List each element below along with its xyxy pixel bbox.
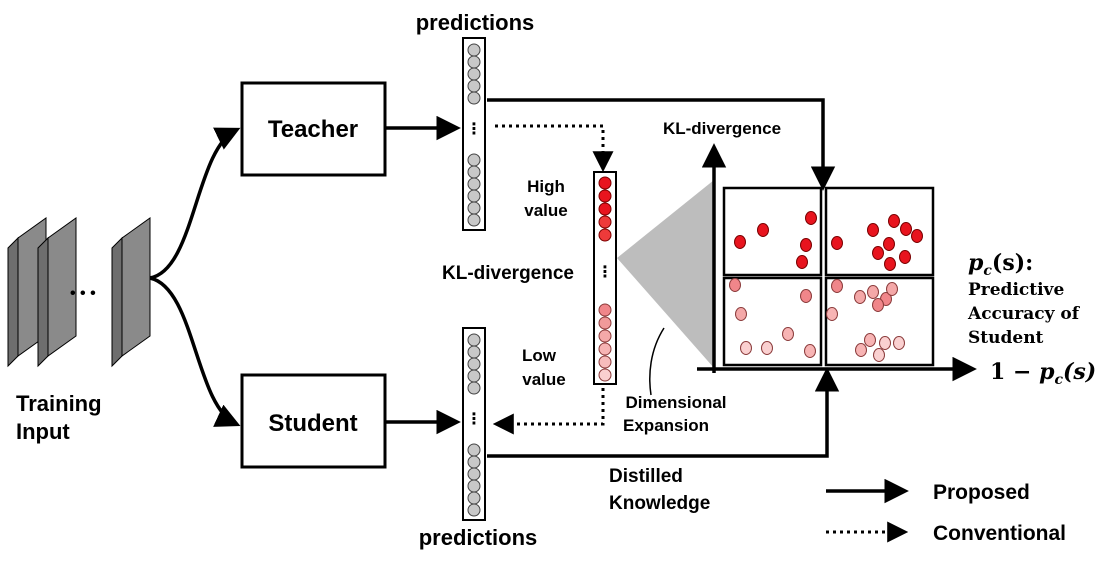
legend-conventional-label: Conventional — [933, 522, 1066, 545]
student-label: Student — [268, 410, 357, 437]
distilled-label-line2: Knowledge — [609, 493, 710, 514]
teacher-predictions-vdots: ⋮ — [466, 121, 482, 138]
kl-high-nodes — [598, 176, 612, 242]
pc-desc-line2: Accuracy of — [967, 304, 1081, 324]
legend-proposed-label: Proposed — [933, 481, 1030, 504]
conventional-path-top — [495, 124, 614, 173]
student-box — [240, 373, 387, 469]
pc-label-p: p — [968, 250, 984, 276]
pc-label-sub: c — [983, 263, 992, 279]
scatter-bottom-left — [729, 278, 816, 358]
distilled-label-line1: Distilled — [609, 466, 683, 487]
kl-low-nodes — [598, 303, 612, 382]
teacher-label: Teacher — [268, 116, 358, 143]
kl-divergence-column-label: KL-divergence — [442, 263, 574, 284]
pc-desc-line3: Student — [968, 328, 1044, 348]
y-axis-label: KL-divergence — [663, 119, 781, 138]
x-axis-label-prefix: 1 − — [990, 359, 1039, 385]
dimensional-label-line1: Dimensional — [625, 393, 726, 412]
training-input-stack — [7, 217, 151, 368]
training-input-label-line2: Input — [16, 419, 70, 444]
x-axis-label-arg: (s) — [1063, 359, 1096, 385]
x-axis-label: 1 − pc(s) — [990, 359, 1096, 388]
input-ellipsis: • • • — [70, 285, 96, 302]
low-value-label-line2: value — [522, 370, 565, 389]
legend: Proposed Conventional — [826, 478, 1066, 545]
dimensional-expansion-cone — [617, 180, 714, 368]
high-value-label-line2: value — [524, 201, 567, 220]
teacher-box — [240, 81, 387, 177]
high-value-label-line1: High — [527, 177, 565, 196]
teacher-to-plot-arrow — [487, 98, 836, 191]
student-predictions-vdots: ⋮ — [466, 411, 482, 428]
teacher-prediction-nodes — [467, 43, 481, 227]
low-value-label-line1: Low — [522, 346, 557, 365]
predictions-top-label: predictions — [416, 10, 535, 35]
predictions-bottom-label: predictions — [419, 525, 538, 550]
student-to-plot-arrow — [487, 367, 840, 458]
scatter-top-left — [734, 211, 817, 269]
pc-label: pc(s): — [968, 250, 1033, 279]
input-to-student-arrow — [149, 276, 241, 427]
conventional-path-bottom — [492, 388, 605, 435]
x-axis-label-sub: c — [1054, 372, 1063, 388]
scatter-bottom-right — [826, 279, 905, 362]
scatter-top-right — [831, 214, 923, 271]
dimensional-expansion-pointer — [649, 327, 665, 396]
pc-label-arg: (s): — [992, 250, 1033, 276]
dimensional-label-line2: Expansion — [623, 416, 709, 435]
student-prediction-nodes — [467, 333, 481, 517]
x-axis-label-p: p — [1039, 359, 1055, 385]
kl-column-vdots: ⋮ — [597, 264, 613, 281]
training-input-label-line1: Training — [16, 391, 102, 416]
input-to-teacher-arrow — [149, 127, 241, 280]
pc-desc-line1: Predictive — [968, 280, 1064, 300]
